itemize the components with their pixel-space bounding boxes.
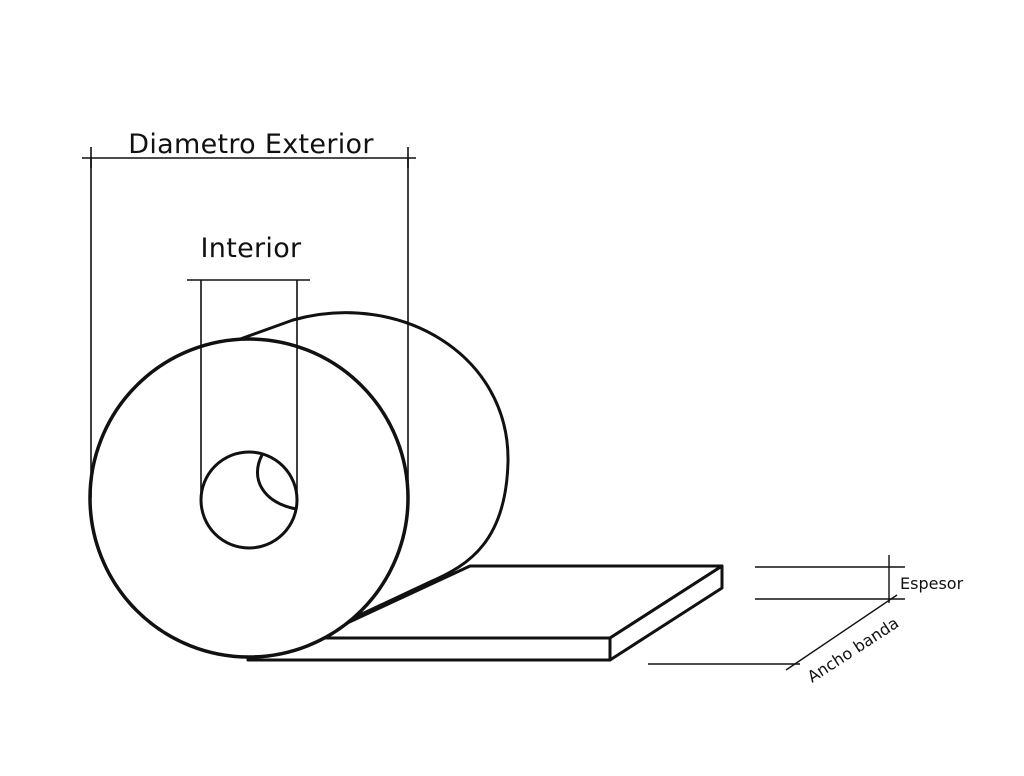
roll-core <box>199 450 299 550</box>
inner-diameter-dimension <box>187 279 310 508</box>
unrolled-strip <box>246 564 724 662</box>
inner-diameter-label: Interior <box>201 233 302 264</box>
thickness-dimension <box>755 555 905 603</box>
outer-diameter-label: Diametro Exterior <box>128 129 374 160</box>
outer-diameter-dimension <box>82 147 416 498</box>
thickness-label: Espesor <box>900 574 964 593</box>
core-hole <box>199 450 299 550</box>
core-inner-edge <box>256 454 297 511</box>
strip-side-face <box>608 564 724 662</box>
band-dim-line <box>785 594 898 671</box>
band-width-dimension <box>648 594 898 671</box>
